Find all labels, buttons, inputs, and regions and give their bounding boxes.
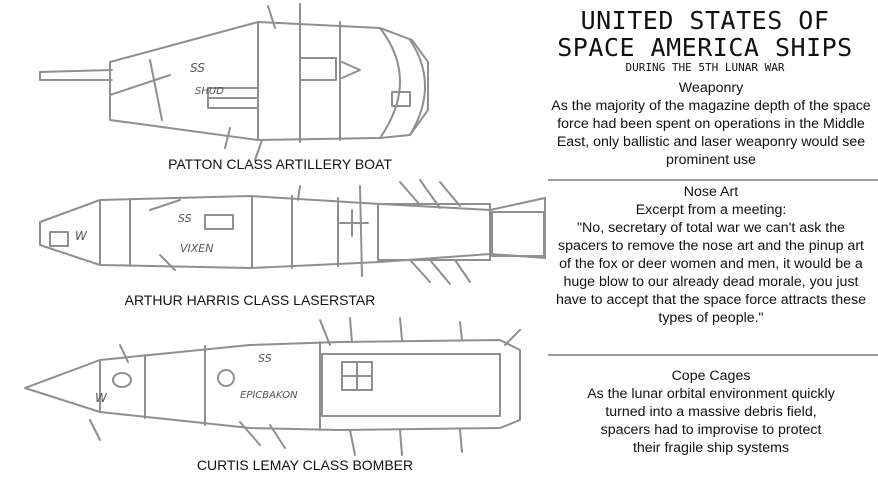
svg-text:SS: SS [190, 61, 205, 75]
cope-cages-heading: Cope Cages [671, 368, 751, 384]
cope-cages-section: Cope Cages As the lunar orbital environm… [545, 367, 877, 457]
lemay-ship-drawing: SS EPICBAKON W [24, 317, 521, 456]
page-subtitle: DURING THE 5TH LUNAR WAR [625, 61, 785, 74]
svg-text:SS: SS [178, 212, 192, 225]
harris-ship-drawing: SS VIXEN W [39, 179, 546, 285]
section-divider [548, 179, 878, 181]
cope-cages-body: As the lunar orbital environment quickly… [587, 386, 835, 456]
svg-text:SHUD: SHUD [195, 86, 224, 97]
weaponry-heading: Weaponry [678, 80, 744, 96]
svg-text:SS: SS [258, 352, 272, 365]
svg-text:W: W [95, 391, 108, 405]
svg-text:VIXEN: VIXEN [180, 242, 213, 255]
nose-art-body: "No, secretary of total war we can't ask… [556, 220, 866, 326]
section-divider [548, 354, 878, 356]
page-title-line-1: UNITED STATES OF [580, 6, 830, 35]
weaponry-section: Weaponry As the majority of the magazine… [545, 79, 877, 169]
svg-text:W: W [75, 229, 88, 243]
patton-ship-drawing: SS SHUD [39, 3, 429, 161]
nose-art-section: Nose Art Excerpt from a meeting: "No, se… [545, 183, 877, 327]
svg-text:EPICBAKON: EPICBAKON [240, 390, 298, 401]
patton-ship-label: PATTON CLASS ARTILLERY BOAT [168, 156, 392, 172]
nose-art-subheading: Excerpt from a meeting: [635, 202, 787, 218]
page-title-line-2: SPACE AMERICA SHIPS [557, 33, 853, 62]
weaponry-body: As the majority of the magazine depth of… [551, 98, 871, 168]
nose-art-heading: Nose Art [683, 184, 739, 200]
lemay-ship-label: CURTIS LEMAY CLASS BOMBER [196, 457, 414, 473]
harris-ship-label: ARTHUR HARRIS CLASS LASERSTAR [124, 292, 376, 308]
